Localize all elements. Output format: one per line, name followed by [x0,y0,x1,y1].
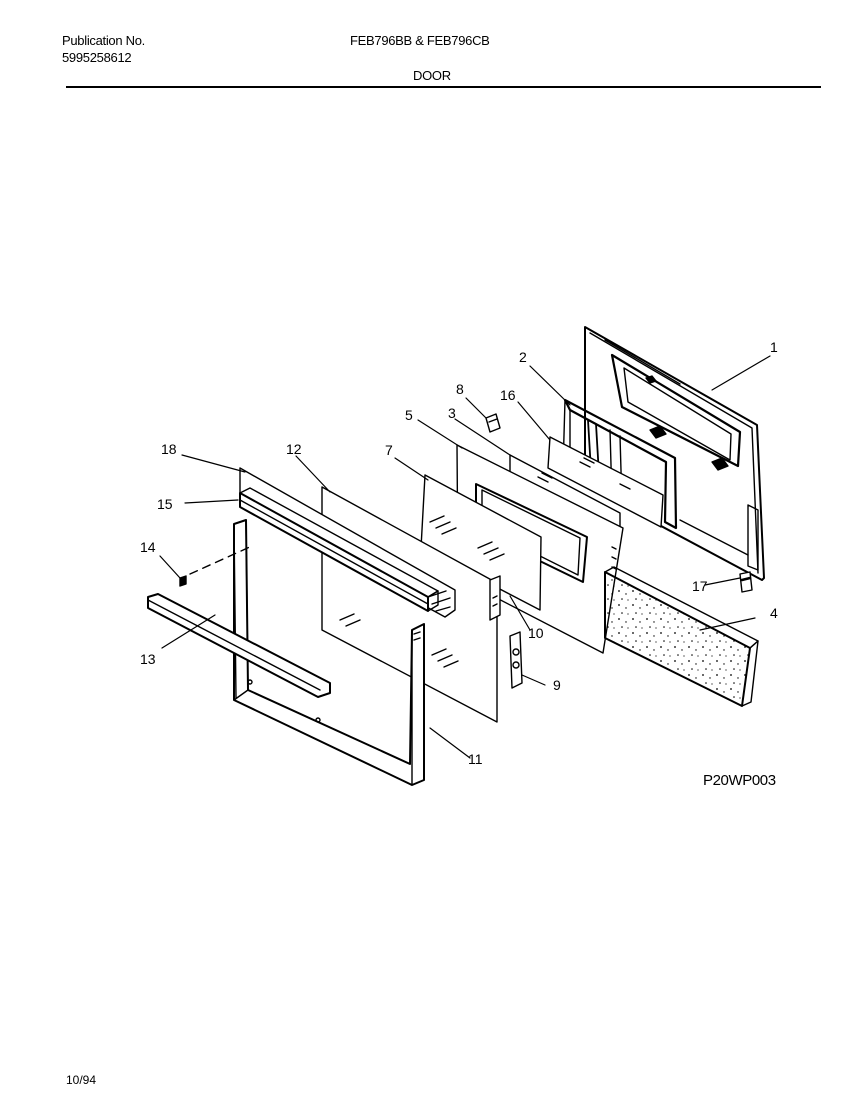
callout-12: 12 [286,441,302,457]
publication-label: Publication No. [62,33,145,48]
revision-date: 10/94 [66,1073,97,1087]
part-13-handle [147,593,331,698]
model-numbers: FEB796BB & FEB796CB [350,33,490,48]
callout-15: 15 [157,496,173,512]
callout-5: 5 [405,407,413,423]
publication-number: 5995258612 [62,50,132,65]
callout-11: 11 [468,751,483,767]
part-4-insulation-block [604,566,759,707]
part-7-inner-glass [420,474,542,611]
part-15-top-trim [239,487,439,612]
callout-4: 4 [770,605,778,621]
part-16-insulation-sheet [547,436,664,528]
callout-9: 9 [553,677,561,693]
callout-3: 3 [448,405,456,421]
callout-10: 10 [528,625,544,641]
figure-code: P20WP003 [703,772,776,789]
section-title: DOOR [413,68,451,83]
leader-lines [159,355,771,759]
callout-labels: 1 2 3 4 5 7 8 9 10 11 12 13 14 15 16 17 … [140,339,778,767]
callout-16: 16 [500,387,516,403]
callout-8: 8 [456,381,464,397]
part-1-inner-door-panel [584,326,765,581]
callout-7: 7 [385,442,393,458]
callout-17: 17 [692,578,708,594]
part-11-outer-door-frame [233,519,425,786]
callout-2: 2 [519,349,527,365]
part-10-hinge-bracket [489,575,501,621]
callout-1: 1 [770,339,778,355]
callout-13: 13 [140,651,156,667]
header-rule [66,86,821,88]
callout-14: 14 [140,539,156,555]
callout-18: 18 [161,441,177,457]
part-17-bracket [739,571,753,593]
part-8-clip [485,413,501,433]
part-9-hinge [509,631,523,689]
part-14-clip [179,545,253,587]
